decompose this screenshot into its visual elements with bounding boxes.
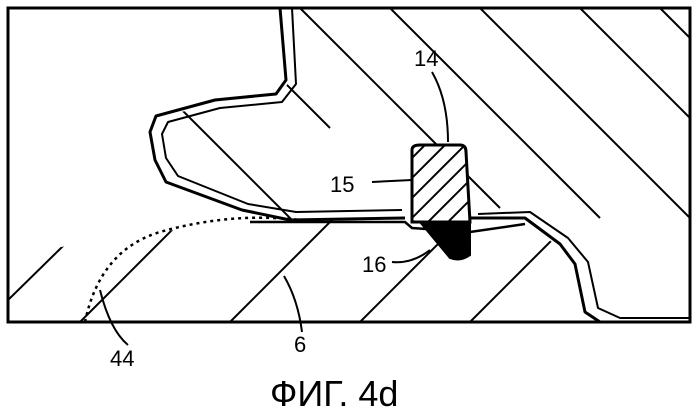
figure-caption: ФИГ. 4d	[270, 373, 398, 414]
leader-line-14	[432, 72, 448, 142]
label-6: 6	[294, 332, 306, 357]
lower-part-surface	[250, 222, 525, 232]
leader-line-6	[284, 276, 302, 332]
upper-part-hatching	[8, 8, 690, 232]
upper-part-outline	[150, 8, 405, 220]
dashed-curve-44	[85, 218, 300, 322]
leader-line-16	[392, 250, 430, 262]
label-44: 44	[110, 346, 134, 371]
label-16: 16	[362, 252, 386, 277]
right-step-outline	[470, 218, 600, 322]
seal-element-14	[400, 140, 480, 225]
frame-border	[8, 8, 690, 322]
leader-line-15	[372, 180, 412, 182]
label-15: 15	[330, 172, 354, 197]
label-14: 14	[414, 46, 438, 71]
